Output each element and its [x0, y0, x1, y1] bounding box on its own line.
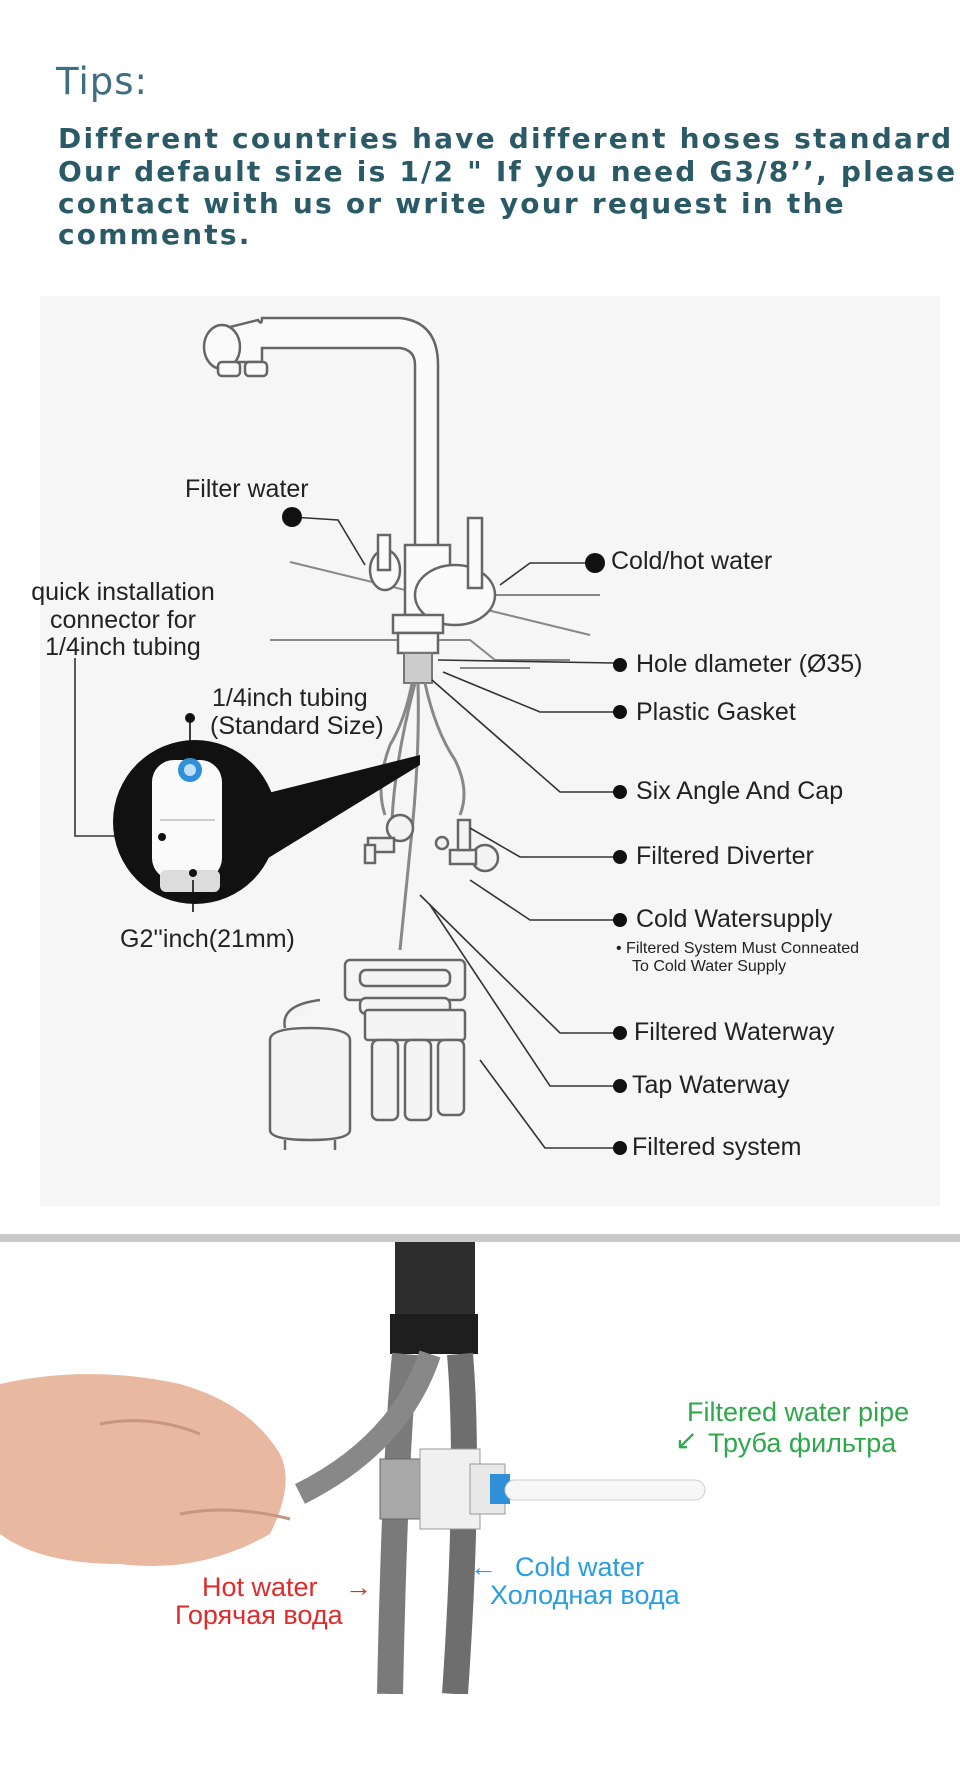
arrow-left-icon: ←: [470, 1552, 497, 1582]
label-cold-watersupply: Cold Watersupply: [636, 905, 833, 933]
note-line-2: To Cold Water Supply: [632, 958, 787, 975]
filtered-water-tube: [504, 1479, 706, 1501]
label-cold-water-ru: Холодная вода: [490, 1580, 680, 1610]
quick-connector-icon: [152, 758, 222, 892]
faucet-icon: [202, 316, 497, 655]
sink-outlet: [395, 1242, 475, 1322]
label-plastic-gasket: Plastic Gasket: [636, 698, 796, 726]
label-quick-connector-2: connector for: [50, 606, 196, 634]
label-filtered-waterway: Filtered Waterway: [634, 1018, 835, 1046]
label-hot-water-en: Hot water: [202, 1572, 318, 1602]
filtered-system: [268, 958, 467, 1150]
label-tubing-2: (Standard Size): [210, 712, 384, 740]
label-filtered-water-pipe-en: Filtered water pipe: [687, 1397, 910, 1427]
arrow-down-left-icon: ↙: [675, 1425, 698, 1455]
arrow-right-icon: →: [345, 1572, 372, 1602]
label-filtered-water-pipe-ru: Труба фильтра: [708, 1428, 897, 1458]
tips-title: Tips:: [56, 60, 148, 103]
callout-wedge: [260, 755, 420, 860]
label-quick-connector-3: 1/4inch tubing: [45, 633, 201, 661]
label-quick-connector-1: quick installation: [31, 578, 215, 606]
label-cold-hot-water: Cold/hot water: [611, 547, 773, 575]
label-filter-water: Filter water: [185, 475, 309, 503]
label-hole-diameter: Hole dlameter (Ø35): [636, 650, 863, 678]
tips-line-4: comments.: [58, 218, 252, 251]
tips-line-1: Different countries have different hoses…: [58, 122, 954, 155]
leader-dots: [282, 507, 627, 1155]
label-filtered-system: Filtered system: [632, 1133, 802, 1161]
installation-diagram: [74, 316, 627, 1155]
angle-valves: [363, 813, 500, 873]
label-tubing-1: 1/4inch tubing: [212, 684, 368, 712]
leader-lines: [74, 516, 615, 1149]
label-hot-water-ru: Горячая вода: [175, 1600, 343, 1630]
label-tap-waterway: Tap Waterway: [632, 1071, 790, 1099]
label-six-angle-cap: Six Angle And Cap: [636, 777, 844, 805]
threaded-shank: [403, 652, 433, 684]
hoses: [379, 682, 466, 951]
installation-photo: [0, 1234, 960, 1694]
tips-line-3: contact with us or write your request in…: [58, 187, 846, 220]
braided-hose-filtered: [295, 1350, 441, 1504]
label-filtered-diverter: Filtered Diverter: [636, 842, 814, 870]
label-cold-water-en: Cold water: [515, 1552, 645, 1582]
note-line-1: • Filtered System Must Conneated: [616, 940, 860, 957]
brass-fitting: [379, 1458, 421, 1520]
label-g2-inch: G2''inch(21mm): [120, 925, 295, 953]
hand: [0, 1374, 286, 1566]
tips-line-2: Our default size is 1/2 " If you need G3…: [58, 155, 958, 188]
